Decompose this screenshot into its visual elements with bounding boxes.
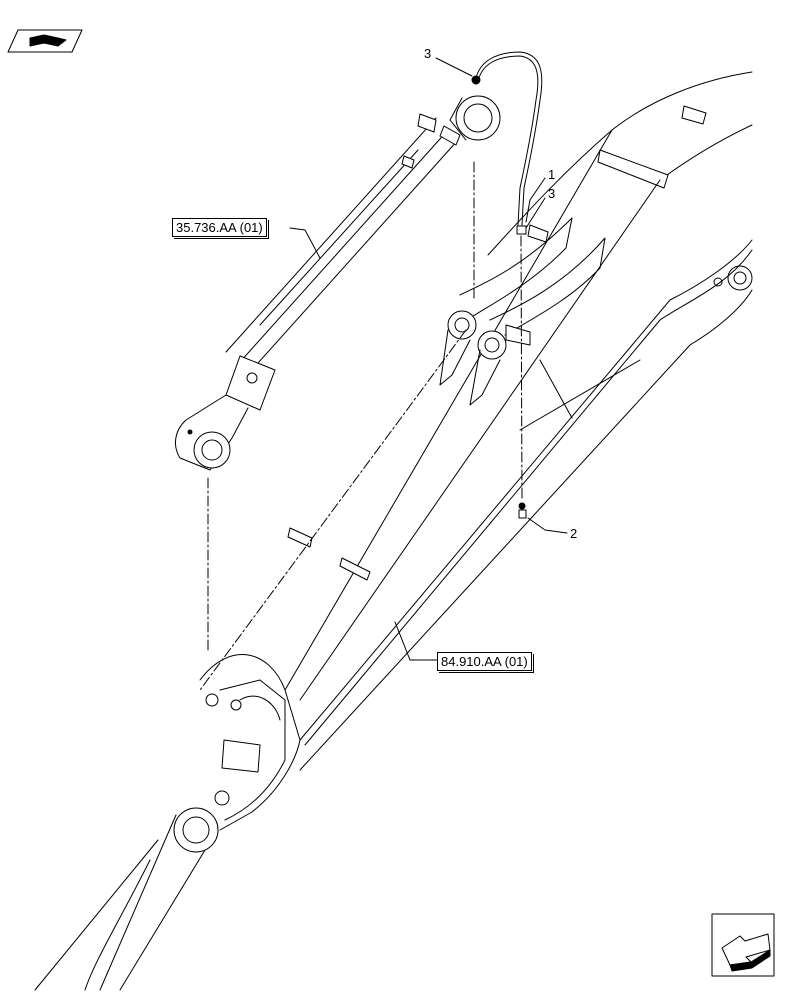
callout-3-top: 3 <box>424 46 431 61</box>
next-page-arrow-icon[interactable] <box>711 913 775 977</box>
cylinder-reference-link[interactable]: 35.736.AA (01) <box>172 218 269 239</box>
boom-arm <box>34 71 753 991</box>
boom-reference-link[interactable]: 84.910.AA (01) <box>437 652 534 673</box>
callout-3-fitting: 3 <box>548 186 555 201</box>
callout-2: 2 <box>570 526 577 541</box>
grease-hose <box>471 51 543 519</box>
callout-1: 1 <box>548 167 555 182</box>
open-book-icon[interactable] <box>7 29 83 53</box>
hydraulic-cylinder <box>174 95 501 471</box>
callout-leaders <box>289 57 568 661</box>
upper-brackets <box>439 217 606 406</box>
center-lines <box>199 161 523 691</box>
